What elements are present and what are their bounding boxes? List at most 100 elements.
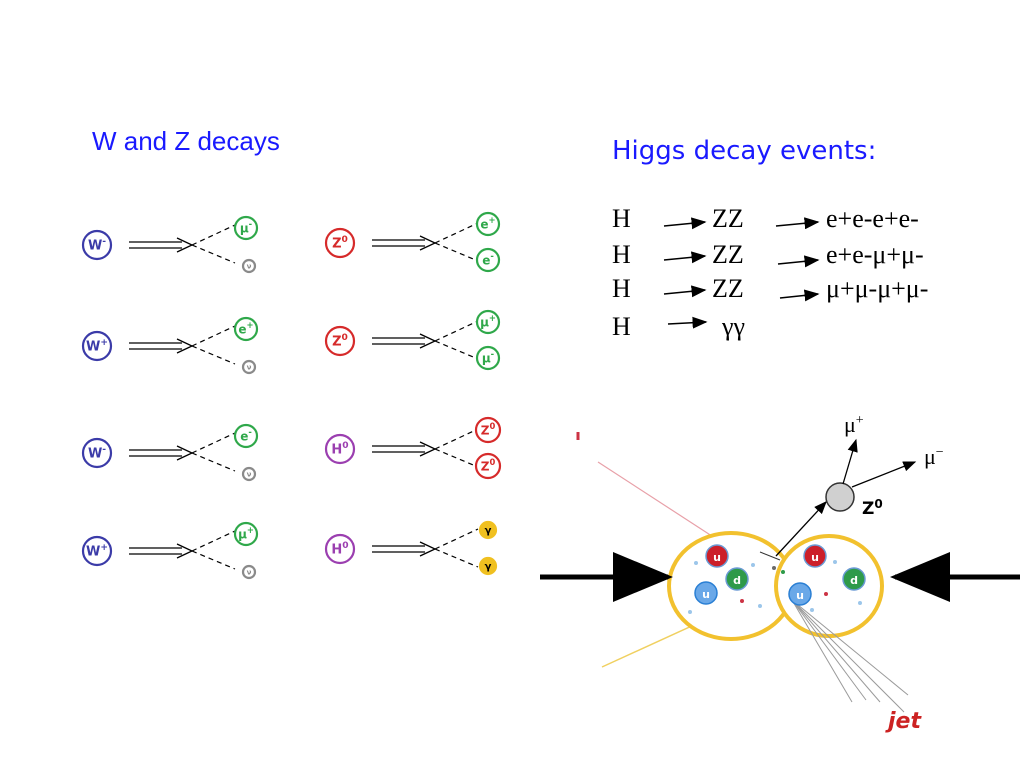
collision-diagram: jet Z0 μ+ μ− u d u u d u — [540, 412, 1020, 734]
zh-product1-3-label: Z0 — [481, 421, 496, 437]
quark-d-green-right — [842, 567, 866, 591]
decay-line-1 — [434, 528, 479, 550]
higgs-decay-title: Higgs decay events: — [612, 136, 877, 166]
reaction-1-final: e+e-e+e- — [826, 204, 919, 233]
zh-product2-3 — [474, 452, 502, 480]
decay-line-1 — [191, 325, 236, 347]
w-parent-4 — [81, 535, 113, 567]
quark-u-blue-right — [788, 582, 812, 606]
z-production-arrow — [775, 501, 827, 557]
reaction-3-arrow-b — [779, 289, 820, 302]
quark-d-green-left — [725, 567, 749, 591]
decay-line-1 — [434, 428, 479, 450]
zh-product1-2 — [475, 309, 501, 335]
zh-product1-3 — [474, 416, 502, 444]
w-product1-2-label: e+ — [238, 320, 253, 336]
neutrino-1 — [241, 258, 257, 274]
neutrino-3-label: ν — [247, 471, 252, 479]
boson-propagator-arrow — [372, 445, 425, 453]
reaction-3-intermediate: ZZ — [712, 274, 744, 303]
w-decay-column: W-μ-νW+e+νW-e-νW+μ+ν — [81, 215, 259, 580]
zh-product1-1 — [475, 211, 501, 237]
zh-product2-2-label: μ- — [482, 349, 495, 365]
zh-parent-4-label: H0 — [331, 541, 348, 558]
boson-propagator-arrow — [129, 342, 182, 350]
w-product1-1-label: μ- — [240, 219, 253, 235]
zh-parent-4 — [324, 533, 356, 565]
svg-text:u: u — [713, 551, 721, 564]
w-product1-4-label: μ+ — [238, 525, 254, 541]
zh-parent-1-label: Z0 — [332, 235, 348, 252]
svg-text:u: u — [796, 589, 804, 602]
w-parent-4-label: W+ — [86, 543, 108, 560]
neutrino-4-label: ν — [247, 569, 252, 577]
boson-propagator-arrow — [372, 239, 425, 247]
w-product1-2 — [233, 316, 259, 342]
reaction-4-intermediate: γγ — [722, 312, 745, 341]
zh-parent-2-label: Z0 — [332, 333, 348, 350]
reaction-3-final: μ+μ-μ+μ- — [826, 274, 929, 303]
w-parent-2 — [81, 330, 113, 362]
decay-line-2 — [191, 345, 236, 365]
decay-line-1 — [434, 320, 479, 342]
decay-line-2 — [434, 242, 479, 262]
mu-minus-arrow — [851, 461, 917, 488]
mu-minus-label: μ− — [924, 444, 944, 469]
decay-line-2 — [434, 340, 479, 360]
quarks: u d u u d u — [694, 544, 866, 606]
w-product1-3 — [233, 423, 259, 449]
reaction-4-parent: H — [612, 312, 631, 341]
decay-line-2 — [191, 244, 236, 264]
w-parent-2-label: W+ — [86, 338, 108, 355]
reaction-1-arrow-b — [775, 217, 820, 230]
reaction-arrows — [663, 217, 820, 329]
w-parent-1 — [81, 229, 113, 261]
mu-plus-arrow — [842, 438, 858, 485]
decay-line-2 — [191, 550, 236, 570]
zh-parent-2 — [324, 325, 356, 357]
w-decay-row-1: W-μ-ν — [81, 215, 259, 274]
w-product1-1 — [233, 215, 259, 241]
w-decay-row-2: W+ e+ ν — [81, 316, 259, 375]
w-decay-row-3: W-e-ν — [81, 423, 259, 482]
zh-parent-3-label: H0 — [331, 441, 348, 458]
svg-text:u: u — [702, 588, 710, 601]
decay-line-2 — [434, 448, 479, 468]
svg-text:d: d — [850, 574, 858, 587]
zh-product2-4 — [478, 556, 498, 576]
zh-decay-row-2: Z0μ+μ- — [324, 309, 501, 371]
zh-product2-4-label: γ — [485, 562, 492, 573]
decay-line-2 — [434, 548, 479, 568]
zh-product2-1-label: e- — [482, 251, 494, 267]
zh-product2-3-label: Z0 — [481, 457, 496, 473]
boson-propagator-arrow — [129, 449, 182, 457]
jet-lines — [791, 599, 909, 713]
reaction-3-parent: H — [612, 274, 631, 303]
quark-u-red-right — [803, 544, 827, 568]
reaction-2-arrow-a — [663, 251, 707, 264]
zh-product1-1-label: e+ — [480, 215, 495, 231]
svg-text:d: d — [733, 574, 741, 587]
zh-parent-3 — [324, 433, 356, 465]
quark-u-red-left — [705, 544, 729, 568]
neutrino-2-label: ν — [247, 364, 252, 372]
w-product1-4 — [233, 521, 259, 547]
w-z-decays-title: W and Z decays — [92, 126, 280, 156]
reaction-2-intermediate: ZZ — [712, 240, 744, 269]
zh-product2-2 — [475, 345, 501, 371]
decay-line-1 — [191, 224, 236, 246]
zh-product2-1 — [475, 247, 501, 273]
boson-propagator-arrow — [372, 337, 425, 345]
decay-line-2 — [191, 452, 236, 472]
neutrino-3 — [241, 466, 257, 482]
reaction-1-arrow-a — [663, 217, 707, 230]
boson-propagator-arrow — [129, 547, 182, 555]
boson-propagator-arrow — [129, 241, 182, 249]
w-parent-3 — [81, 437, 113, 469]
w-product1-3-label: e- — [240, 427, 252, 443]
boson-propagator-arrow — [372, 545, 425, 553]
neutrino-1-label: ν — [247, 263, 252, 271]
